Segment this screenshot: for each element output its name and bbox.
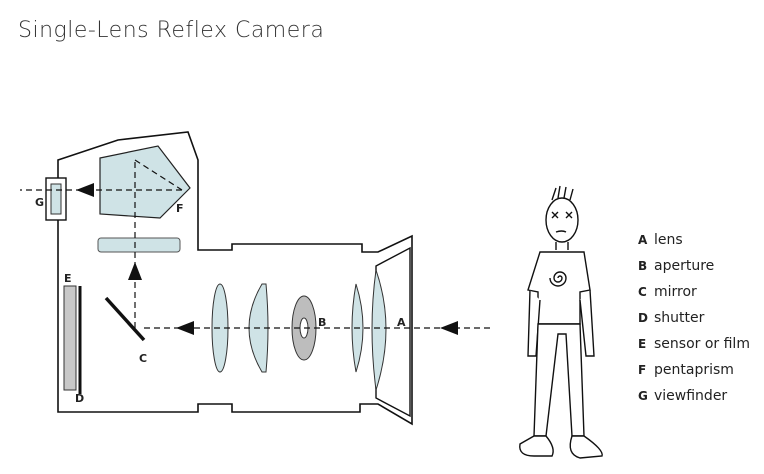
label-g: G [35,196,44,209]
legend-label: lens [654,232,683,248]
arrow-viewfinder [76,183,94,197]
label-a: A [397,316,406,329]
legend-label: viewfinder [654,388,728,404]
legend-label: sensor or film [654,336,750,352]
legend-key: E [638,337,647,351]
arrow-incoming [440,321,458,335]
legend-label: mirror [654,284,697,300]
legend-label: shutter [654,310,705,326]
legend-key: C [638,285,647,299]
label-b: B [318,316,326,329]
viewfinder-glass [50,183,62,215]
person-illustration [519,185,603,459]
label-c: C [139,352,147,365]
legend-key: A [638,233,648,247]
legend-key: F [638,363,647,377]
legend-label: pentaprism [654,362,734,378]
arrow-mid [176,321,194,335]
focusing-screen [97,237,181,253]
pentaprism [99,145,191,219]
label-d: D [75,392,84,405]
lens-element-4 [371,269,387,391]
diagram-title: Single-Lens Reflex Camera [18,18,325,43]
sensor [63,285,77,391]
light-path [20,158,490,329]
legend-label: aperture [654,258,715,274]
legend-key: D [638,311,648,325]
legend-key: B [638,259,648,273]
label-f: F [176,202,184,215]
label-e: E [64,272,72,285]
mirror [104,296,146,342]
legend-key: G [638,389,648,403]
arrow-up [128,262,142,280]
